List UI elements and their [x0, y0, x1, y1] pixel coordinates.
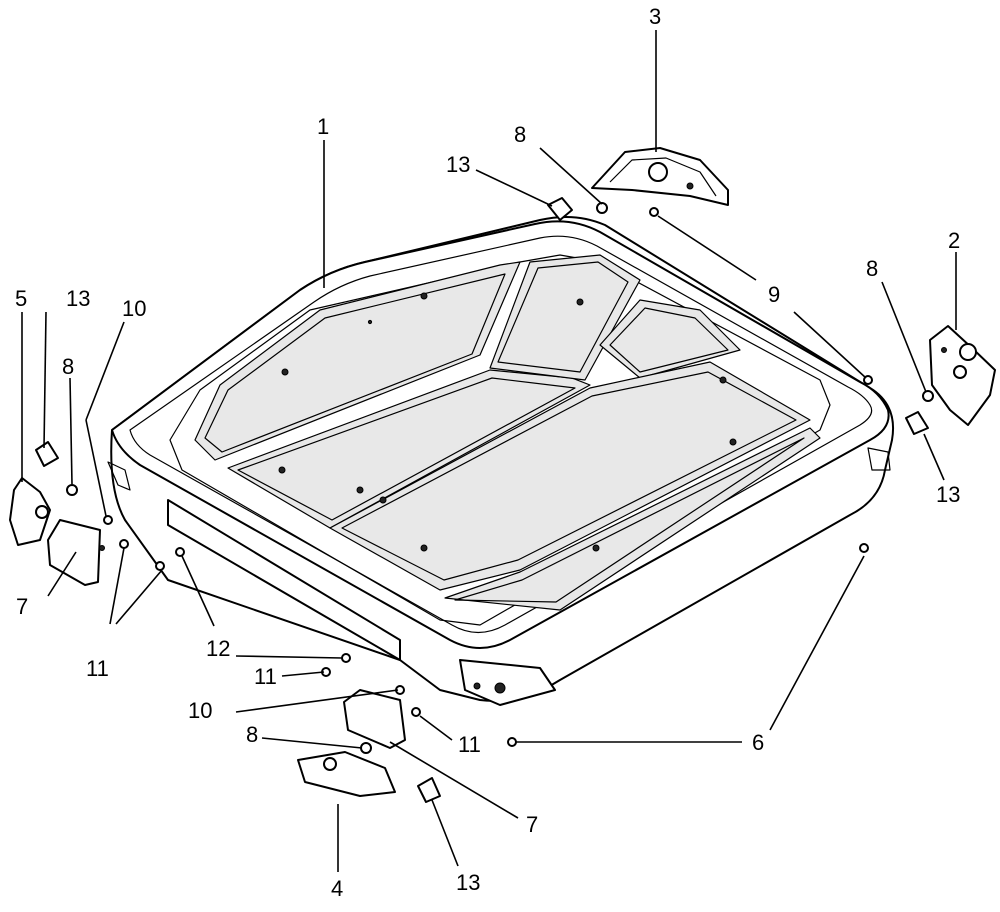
hardware — [103, 207, 873, 747]
marker-lamp-7-front — [343, 689, 406, 749]
callout-labels: 1 2 3 4 5 6 7 7 8 8 8 8 9 10 10 11 11 11… — [15, 4, 960, 901]
callout-4: 4 — [331, 876, 343, 901]
callout-10-front: 10 — [188, 698, 212, 723]
callout-2: 2 — [948, 228, 960, 253]
lamp-assembly-5 — [9, 477, 51, 546]
callout-8-right: 8 — [866, 256, 878, 281]
callout-11-mid: 11 — [254, 664, 277, 689]
roof-panel — [107, 216, 894, 706]
callout-13-left: 13 — [66, 286, 90, 311]
callout-7-left: 7 — [16, 594, 28, 619]
callout-5: 5 — [15, 286, 27, 311]
callout-9: 9 — [768, 282, 780, 307]
callout-3: 3 — [649, 4, 661, 29]
callout-13-front: 13 — [456, 870, 480, 895]
callout-10-left: 10 — [122, 296, 146, 321]
marker-lamp-7-left — [47, 519, 105, 586]
callout-6: 6 — [752, 730, 764, 755]
lamp-assembly-2 — [929, 325, 996, 426]
lamp-assembly-4 — [297, 751, 396, 797]
sockets-13 — [35, 197, 929, 803]
callout-13-right: 13 — [936, 482, 960, 507]
callout-8-top: 8 — [514, 122, 526, 147]
callout-1: 1 — [317, 114, 329, 139]
lamp-assembly-3 — [591, 147, 729, 206]
callout-11-front: 11 — [458, 732, 481, 757]
callout-12: 12 — [206, 636, 230, 661]
callout-13-top: 13 — [446, 152, 470, 177]
callout-8-front: 8 — [246, 722, 258, 747]
callout-11-left: 11 — [86, 656, 109, 681]
callout-8-left: 8 — [62, 354, 74, 379]
callout-7-front: 7 — [526, 812, 538, 837]
leader-lines — [21, 30, 957, 872]
